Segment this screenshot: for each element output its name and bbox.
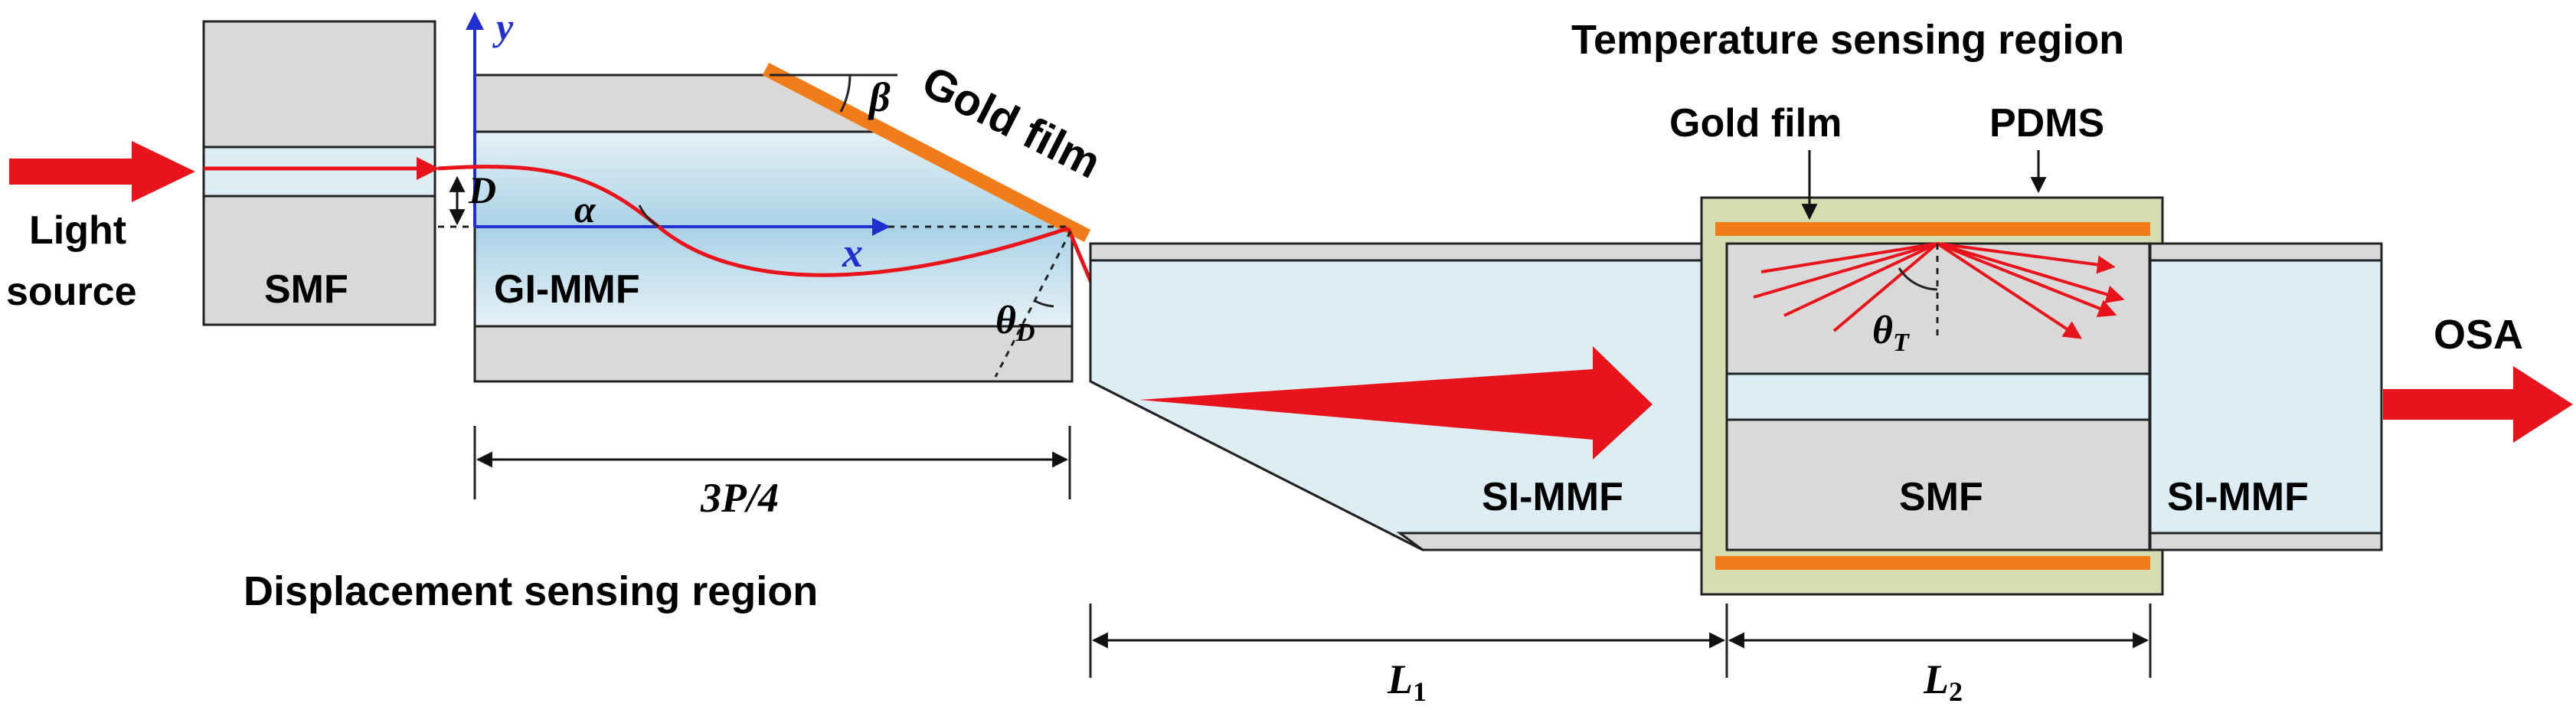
light-source-label-line2: source: [6, 270, 137, 314]
gold-film-top-bar: [1715, 222, 2150, 236]
smf-right-label: SMF: [1899, 475, 1983, 519]
temperature-region-label: Temperature sensing region: [1571, 17, 2124, 63]
alpha-label: α: [574, 188, 597, 231]
osa-output-arrow: [2383, 366, 2573, 443]
gold-film-right-label: Gold film: [1669, 101, 1842, 146]
theta-d-normal: [994, 231, 1072, 378]
si-mmf-left-label: SI-MMF: [1482, 475, 1623, 519]
si-mmf-right-fiber: [2149, 242, 2383, 551]
theta-t-label: θT: [1872, 309, 1910, 357]
alpha-arc: [638, 204, 659, 228]
light-path-gi: [437, 165, 1069, 277]
smf-left-label: SMF: [264, 267, 348, 312]
pdms-label: PDMS: [1989, 101, 2104, 146]
gold-film-slant: [762, 63, 1091, 242]
theta-d-arc: [1033, 299, 1054, 308]
osa-label: OSA: [2434, 312, 2523, 358]
x-axis-label: x: [842, 230, 863, 276]
reflection-rays: [1753, 242, 2125, 339]
beta-label: β: [868, 74, 891, 120]
beta-arc: [839, 74, 852, 113]
theta-d-label: θD: [995, 299, 1035, 347]
gold-film-bottom-bar: [1715, 556, 2150, 570]
d-offset-label: D: [468, 169, 496, 211]
dim-l1-label: L1: [1387, 656, 1427, 707]
displacement-region-label: Displacement sensing region: [244, 568, 818, 614]
dim-3p4-label: 3P/4: [700, 475, 779, 521]
dim-l2-label: L2: [1923, 656, 1963, 707]
light-source-label-line1: Light: [29, 208, 126, 253]
si-mmf-right-label: SI-MMF: [2167, 475, 2309, 519]
si-mmf-beam-arrow: [1139, 346, 1652, 460]
theta-t-arc: [1898, 267, 1938, 291]
gi-mmf-label: GI-MMF: [494, 267, 640, 312]
smf-left-fiber: [202, 20, 436, 326]
y-axis-label: y: [492, 5, 514, 48]
light-input-arrow: [9, 141, 195, 202]
